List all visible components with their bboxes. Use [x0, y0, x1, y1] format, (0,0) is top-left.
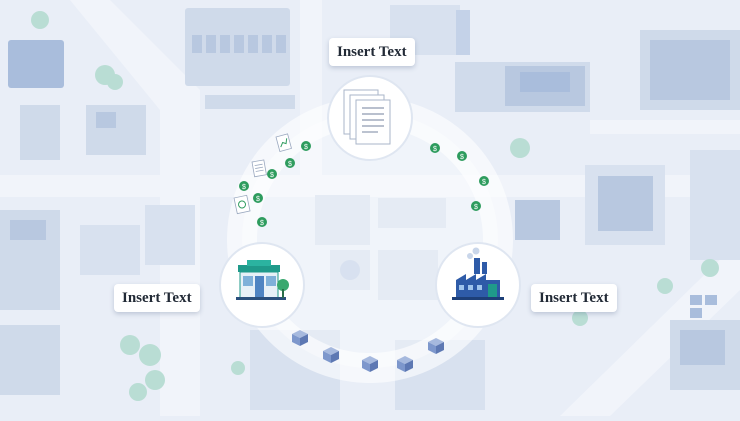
svg-text:$: $: [304, 144, 308, 151]
label-left: Insert Text: [114, 284, 200, 312]
dollar-coin-icon: $: [301, 141, 311, 151]
factory-icon: [452, 247, 504, 300]
dollar-coin-icon: $: [267, 169, 277, 179]
svg-text:$: $: [482, 179, 486, 186]
dollar-coin-icon: $: [257, 217, 267, 227]
dollar-coin-icon: $: [430, 143, 440, 153]
svg-text:$: $: [256, 196, 260, 203]
svg-text:$: $: [460, 154, 464, 161]
svg-text:$: $: [260, 220, 264, 227]
dollar-coin-icon: $: [285, 158, 295, 168]
package-box-icon: [362, 356, 378, 372]
dollar-coin-icon: $: [471, 201, 481, 211]
document-icon: [233, 194, 251, 215]
label-right: Insert Text: [531, 284, 617, 312]
package-box-icon: [323, 347, 339, 363]
document-icon: [275, 133, 292, 152]
document-stack-icon: [343, 89, 391, 145]
package-box-icon: [428, 338, 444, 354]
trees: [31, 11, 719, 401]
svg-text:$: $: [288, 161, 292, 168]
money-flow-right: $ $ $ $: [430, 143, 489, 211]
svg-text:$: $: [242, 184, 246, 191]
label-top: Insert Text: [329, 38, 415, 66]
node-factory: [435, 242, 521, 328]
node-documents: [327, 75, 413, 161]
dollar-coin-icon: $: [457, 151, 467, 161]
store-icon: [236, 260, 289, 300]
package-box-icon: [397, 356, 413, 372]
dollar-coin-icon: $: [239, 181, 249, 191]
dollar-coin-icon: $: [479, 176, 489, 186]
package-flow: [292, 330, 444, 372]
svg-text:$: $: [433, 146, 437, 153]
node-store: [219, 242, 305, 328]
package-box-icon: [292, 330, 308, 346]
svg-text:$: $: [474, 204, 478, 211]
dollar-coin-icon: $: [253, 193, 263, 203]
svg-text:$: $: [270, 172, 274, 179]
money-flow-left: $ $ $ $ $ $: [233, 133, 311, 227]
document-icon: [251, 159, 267, 178]
